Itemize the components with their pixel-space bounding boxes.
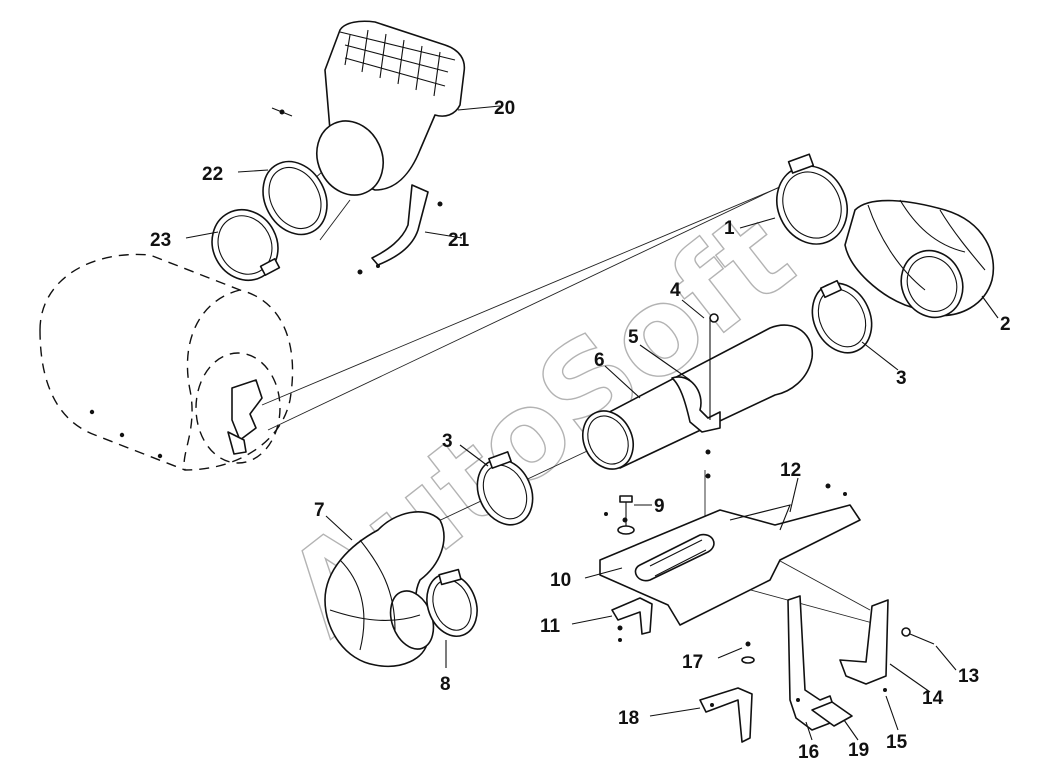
callout-7: 7 <box>314 500 325 521</box>
clamp-lower-left <box>426 568 478 637</box>
callout-13: 13 <box>958 666 979 687</box>
inlet-hood <box>271 20 466 196</box>
nut-17 <box>741 641 755 664</box>
callout-2: 2 <box>1000 314 1011 335</box>
callout-18: 18 <box>618 708 639 729</box>
callout-6: 6 <box>594 350 605 371</box>
callout-1: 1 <box>724 218 735 239</box>
callout-17: 17 <box>682 652 703 673</box>
lower-bracket-18 <box>699 687 753 743</box>
callout-9: 9 <box>654 496 665 517</box>
clamp-middle <box>476 451 534 526</box>
callout-labels: 1 2 3 3 4 5 6 7 8 9 10 11 12 13 14 15 16… <box>150 98 1011 763</box>
hose-clamp-upper <box>211 209 281 281</box>
callout-3: 3 <box>442 431 453 452</box>
callout-22: 22 <box>202 164 223 185</box>
callout-23: 23 <box>150 230 171 251</box>
small-bracket-11 <box>611 597 653 642</box>
intake-tube <box>582 324 813 470</box>
elbow-hose-right <box>844 199 995 319</box>
leader-lines <box>185 105 999 741</box>
right-bracket <box>839 599 935 692</box>
callout-5: 5 <box>628 327 639 348</box>
mounting-bracket <box>599 483 861 626</box>
callout-8: 8 <box>440 674 451 695</box>
vertical-support <box>787 595 853 731</box>
hood-clamp-ring <box>262 160 328 236</box>
callout-12: 12 <box>780 460 801 481</box>
air-cleaner-housing <box>39 253 294 471</box>
clamp-right <box>811 279 873 354</box>
callout-21: 21 <box>448 230 470 251</box>
callout-20: 20 <box>494 98 515 119</box>
support-strap <box>357 184 443 275</box>
callout-4: 4 <box>670 280 681 301</box>
callout-15: 15 <box>886 732 908 753</box>
callout-11: 11 <box>540 616 561 637</box>
callout-10: 10 <box>550 570 571 591</box>
callout-19: 19 <box>848 740 869 761</box>
clamp-upper-right <box>776 153 848 245</box>
callout-16: 16 <box>798 742 819 763</box>
band-clamp <box>671 313 721 479</box>
callout-14: 14 <box>922 688 944 709</box>
bolt-9 <box>617 495 635 535</box>
callout-3: 3 <box>896 368 907 389</box>
